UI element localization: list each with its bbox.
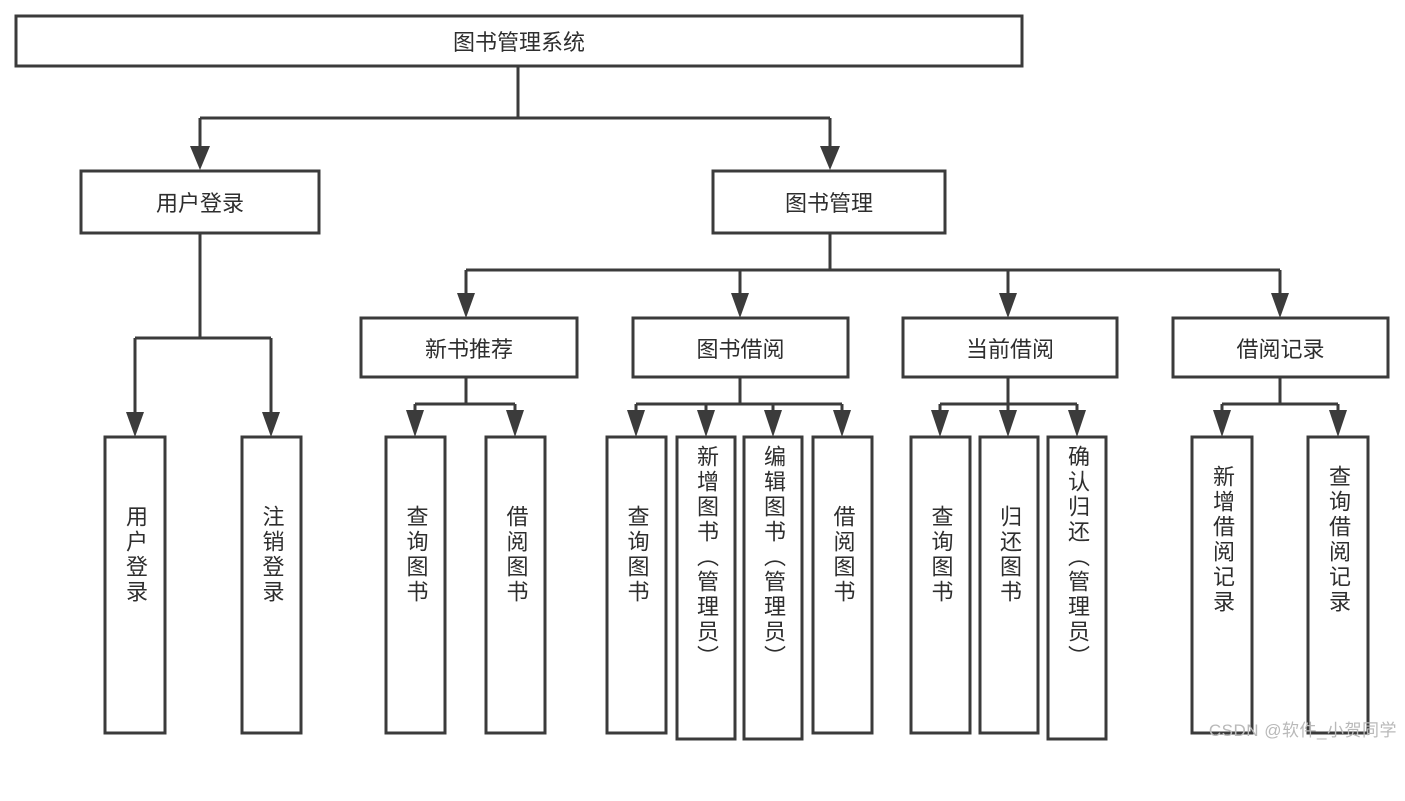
node-box-new-book-recommend[interactable] [359, 316, 579, 379]
node-box-leaf-logout-login[interactable] [240, 435, 303, 735]
node-box-user-login[interactable] [79, 169, 321, 235]
node-box-leaf-query-book-3[interactable] [909, 435, 972, 735]
arrow-head-leaf-query-book-1 [406, 410, 424, 437]
node-box-leaf-query-book-2[interactable] [605, 435, 668, 735]
node-box-leaf-borrow-book-1[interactable] [484, 435, 547, 735]
arrow-head-leaf-confirm-return [1068, 410, 1086, 437]
connector-group-book-management [457, 234, 1289, 318]
arrow-head-leaf-add-book [697, 410, 715, 437]
arrow-head-leaf-user-login [126, 412, 144, 437]
arrow-head-leaf-add-record [1213, 410, 1231, 437]
arrow-head-current-borrow [999, 293, 1017, 318]
arrow-head-leaf-logout-login [262, 412, 280, 437]
node-box-leaf-edit-book[interactable] [742, 435, 804, 741]
arrow-head-leaf-edit-book [764, 410, 782, 437]
arrow-head-leaf-return-book [999, 410, 1017, 437]
node-box-leaf-return-book[interactable] [978, 435, 1040, 735]
arrow-head-leaf-query-book-3 [931, 410, 949, 437]
arrow-head-leaf-borrow-book-2 [833, 410, 851, 437]
diagram-canvas: 图书管理系统 用户登录 图书管理 新书推荐 图书借阅 当前借阅 借阅记录 用户登… [14, 14, 1397, 741]
connector-group-new-book-recommend [406, 378, 524, 437]
arrow-head-leaf-query-book-2 [627, 410, 645, 437]
node-box-root[interactable] [14, 14, 1024, 68]
arrow-head-book-borrow [731, 293, 749, 318]
csdn-watermark: CSDN @软件_小贺同学 [1208, 721, 1397, 740]
arrow-head-user-login [190, 146, 210, 170]
node-box-leaf-user-login[interactable] [103, 435, 167, 735]
arrow-head-leaf-borrow-book-1 [506, 410, 524, 437]
connector-group-user-login [126, 234, 280, 437]
connector-group-borrow-record [1213, 378, 1347, 437]
node-box-leaf-query-record[interactable] [1306, 435, 1370, 735]
node-box-leaf-borrow-book-2[interactable] [811, 435, 874, 735]
node-box-current-borrow[interactable] [901, 316, 1119, 379]
node-box-book-borrow[interactable] [631, 316, 850, 379]
connector-group-current-borrow [931, 378, 1086, 437]
tree-diagram-svg [14, 14, 1390, 741]
node-box-leaf-add-book[interactable] [675, 435, 737, 741]
node-box-book-management[interactable] [711, 169, 947, 235]
arrow-head-new-book-recommend [457, 293, 475, 318]
arrow-head-book-management [820, 146, 840, 170]
arrow-head-leaf-query-record [1329, 410, 1347, 437]
node-box-borrow-record[interactable] [1171, 316, 1390, 379]
node-box-leaf-confirm-return[interactable] [1046, 435, 1108, 741]
arrow-head-borrow-record [1271, 293, 1289, 318]
node-box-leaf-query-book-1[interactable] [384, 435, 447, 735]
connector-group-root [190, 66, 840, 170]
connector-group-book-borrow [627, 378, 851, 437]
node-box-leaf-add-record[interactable] [1190, 435, 1254, 735]
